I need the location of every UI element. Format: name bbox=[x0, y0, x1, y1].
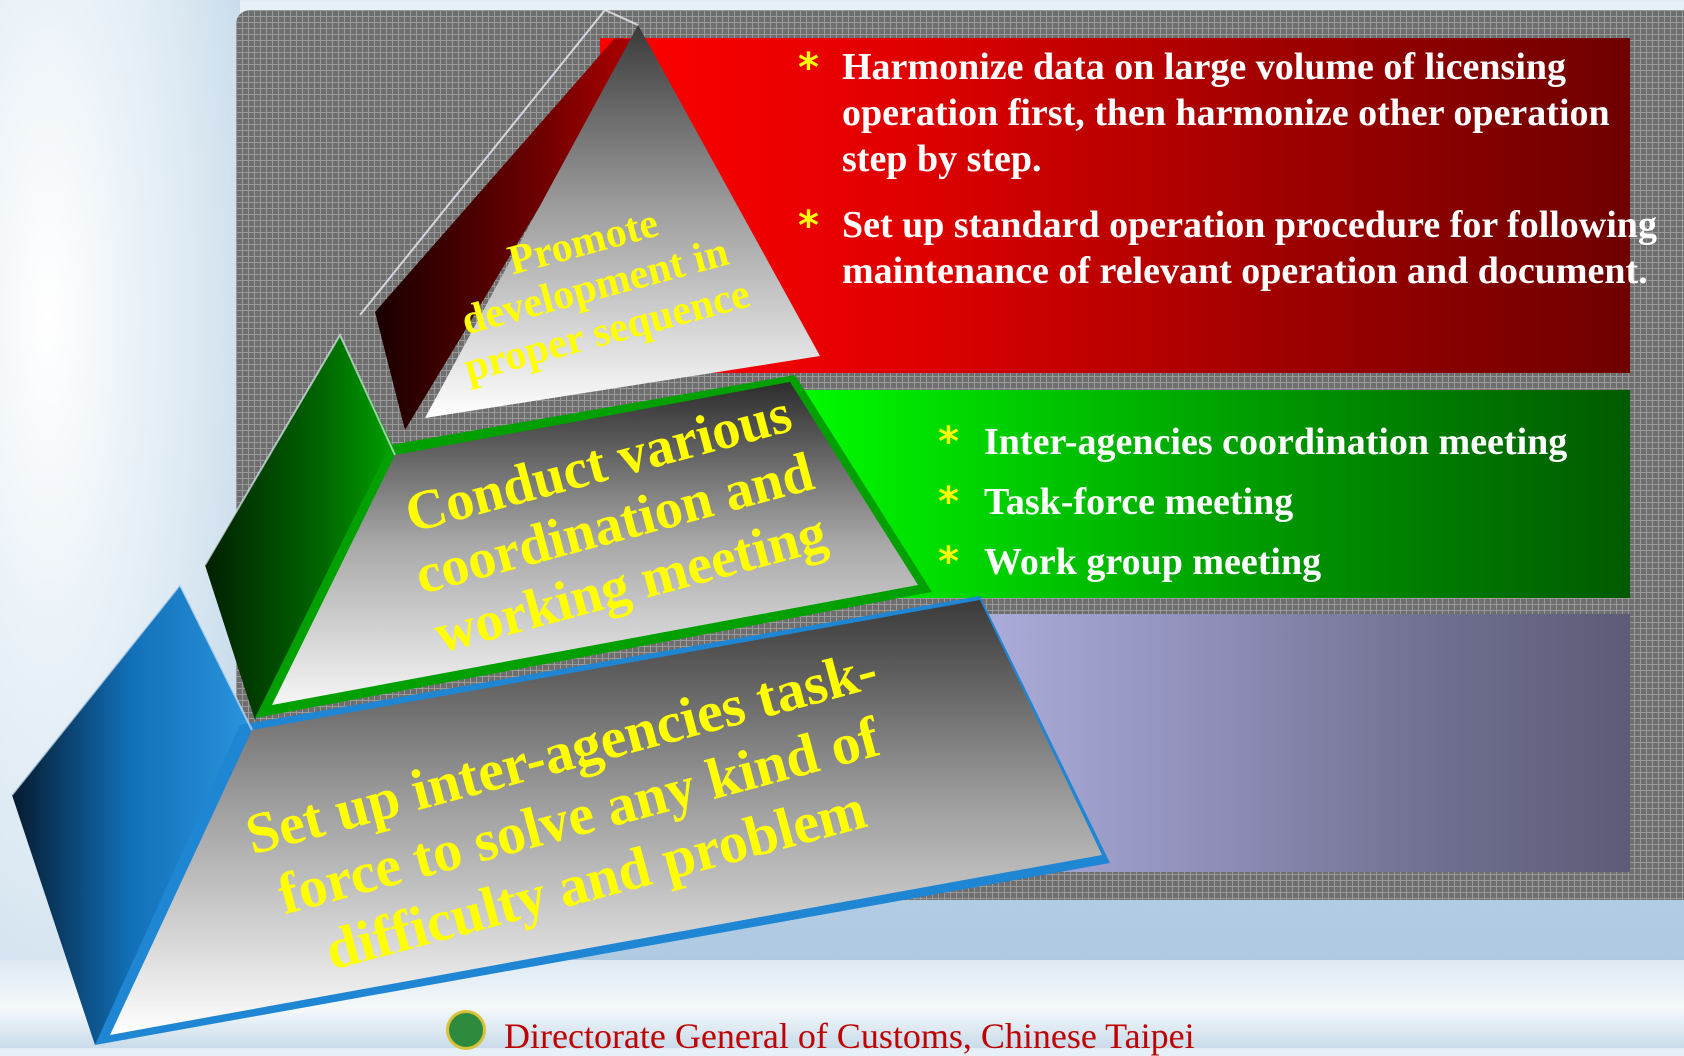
middle-bullet-3-text: Work group meeting bbox=[984, 541, 1322, 583]
middle-bullet-1-text: Inter-agencies coordination meeting bbox=[984, 421, 1568, 463]
customs-emblem-icon bbox=[446, 1010, 486, 1050]
top-bullet-1: * Harmonize data on large volume of lice… bbox=[798, 44, 1678, 182]
middle-tier-face bbox=[272, 382, 918, 705]
asterisk-icon: * bbox=[938, 479, 959, 525]
top-tier-outline bbox=[359, 8, 639, 316]
middle-tier-band bbox=[780, 390, 1630, 598]
middle-bullet-2-text: Task-force meeting bbox=[984, 481, 1294, 523]
top-tier-face bbox=[425, 25, 820, 418]
middle-bullet-2: * Task-force meeting bbox=[938, 480, 1678, 524]
middle-bullet-3: * Work group meeting bbox=[938, 540, 1678, 584]
top-bullet-2: * Set up standard operation procedure fo… bbox=[798, 202, 1678, 294]
asterisk-icon: * bbox=[938, 419, 959, 465]
middle-bullet-1: * Inter-agencies coordination meeting bbox=[938, 420, 1678, 464]
bottom-tier-outline bbox=[11, 583, 253, 796]
middle-tier-outline bbox=[204, 332, 396, 566]
middle-tier-bullets: * Inter-agencies coordination meeting * … bbox=[938, 420, 1678, 600]
bottom-tier-side bbox=[12, 585, 250, 1045]
middle-tier-side bbox=[205, 335, 395, 720]
asterisk-icon: * bbox=[798, 45, 819, 91]
top-tier-side bbox=[375, 38, 640, 430]
asterisk-icon: * bbox=[798, 203, 819, 249]
footer: Directorate General of Customs, Chinese … bbox=[446, 1010, 1195, 1056]
bottom-tier-face bbox=[110, 600, 1102, 1035]
footer-text: Directorate General of Customs, Chinese … bbox=[504, 1016, 1195, 1056]
top-bullet-2-text: Set up standard operation procedure for … bbox=[842, 204, 1657, 292]
top-bullet-1-text: Harmonize data on large volume of licens… bbox=[842, 46, 1610, 180]
asterisk-icon: * bbox=[938, 539, 959, 585]
top-tier-bullets: * Harmonize data on large volume of lice… bbox=[798, 44, 1678, 294]
